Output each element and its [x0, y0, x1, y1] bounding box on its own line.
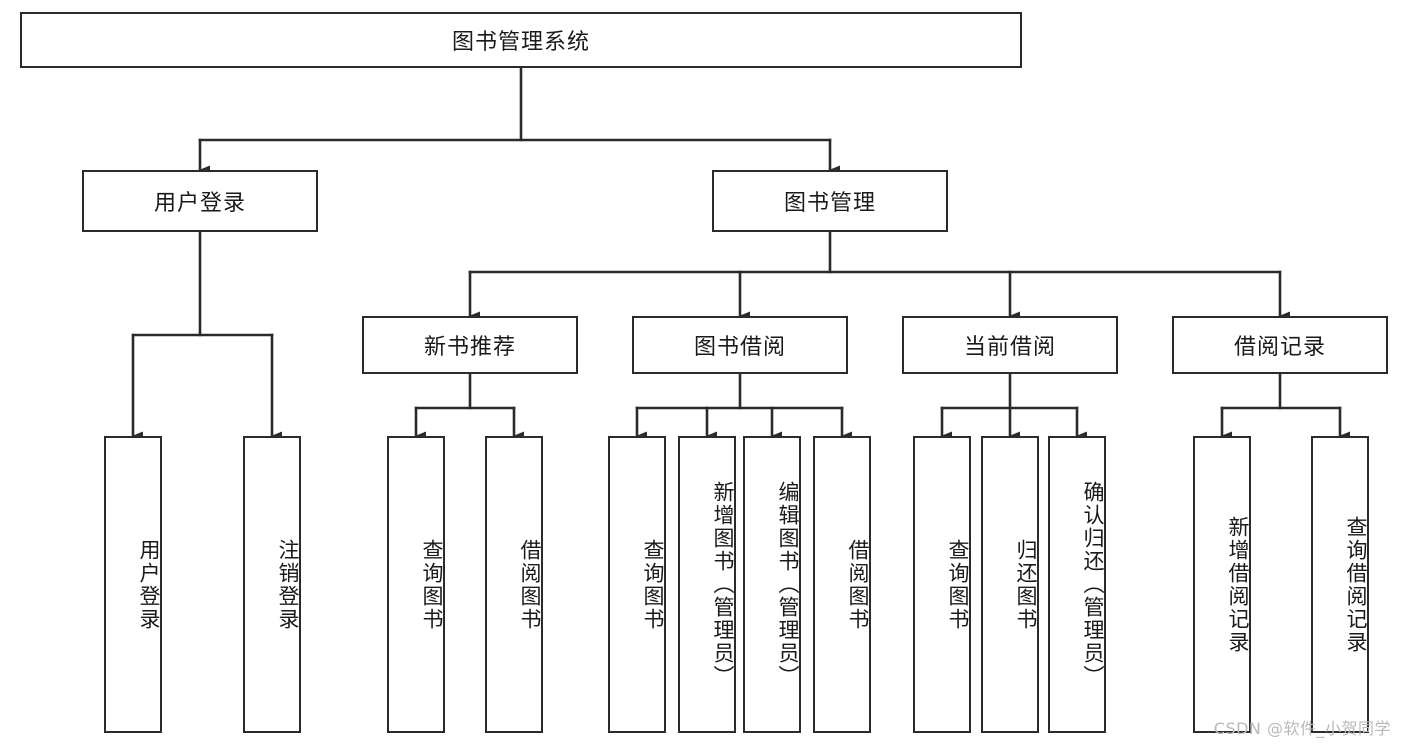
node-leaf-borrow-book-2-label: 借阅图书: [846, 538, 870, 631]
node-borrow-record[interactable]: 借阅记录: [1172, 316, 1388, 374]
node-leaf-borrow-book-1-label: 借阅图书: [518, 538, 542, 631]
node-leaf-user-login-label: 用户登录: [137, 538, 161, 631]
node-leaf-query-book-1[interactable]: 查询图书: [387, 436, 445, 733]
node-root-label: 图书管理系统: [451, 30, 590, 55]
node-leaf-add-record[interactable]: 新增借阅记录: [1193, 436, 1251, 733]
node-user-login-label: 用户登录: [153, 191, 246, 216]
node-leaf-query-record[interactable]: 查询借阅记录: [1311, 436, 1369, 733]
node-borrow-record-label: 借阅记录: [1233, 335, 1326, 360]
node-leaf-query-book-1-label: 查询图书: [420, 538, 444, 631]
node-leaf-query-book-2-label: 查询图书: [641, 538, 665, 631]
node-leaf-query-book-3-label: 查询图书: [946, 538, 970, 631]
node-new-book-rec[interactable]: 新书推荐: [362, 316, 578, 374]
node-leaf-add-book-label: 新增图书（管理员）: [711, 481, 735, 688]
node-leaf-user-login[interactable]: 用户登录: [104, 436, 162, 733]
node-leaf-return-book-label: 归还图书: [1014, 538, 1038, 631]
node-leaf-edit-book[interactable]: 编辑图书（管理员）: [743, 436, 801, 733]
node-root[interactable]: 图书管理系统: [20, 12, 1022, 68]
node-leaf-logout[interactable]: 注销登录: [243, 436, 301, 733]
node-book-manage[interactable]: 图书管理: [712, 170, 948, 232]
node-current-borrow-label: 当前借阅: [963, 335, 1056, 360]
node-user-login[interactable]: 用户登录: [82, 170, 318, 232]
node-current-borrow[interactable]: 当前借阅: [902, 316, 1118, 374]
node-leaf-query-record-label: 查询借阅记录: [1344, 515, 1368, 654]
node-leaf-borrow-book-1[interactable]: 借阅图书: [485, 436, 543, 733]
watermark-text: CSDN @软件_小贺同学: [1213, 719, 1391, 738]
node-leaf-confirm-return-label: 确认归还（管理员）: [1081, 481, 1105, 688]
node-leaf-add-book[interactable]: 新增图书（管理员）: [678, 436, 736, 733]
node-new-book-rec-label: 新书推荐: [423, 335, 516, 360]
node-leaf-add-record-label: 新增借阅记录: [1226, 515, 1250, 654]
node-leaf-logout-label: 注销登录: [276, 538, 300, 631]
node-leaf-confirm-return[interactable]: 确认归还（管理员）: [1048, 436, 1106, 733]
node-leaf-return-book[interactable]: 归还图书: [981, 436, 1039, 733]
node-book-borrow-label: 图书借阅: [693, 335, 786, 360]
node-book-manage-label: 图书管理: [783, 191, 876, 216]
node-leaf-query-book-2[interactable]: 查询图书: [608, 436, 666, 733]
node-leaf-edit-book-label: 编辑图书（管理员）: [776, 481, 800, 688]
node-book-borrow[interactable]: 图书借阅: [632, 316, 848, 374]
node-leaf-query-book-3[interactable]: 查询图书: [913, 436, 971, 733]
node-leaf-borrow-book-2[interactable]: 借阅图书: [813, 436, 871, 733]
